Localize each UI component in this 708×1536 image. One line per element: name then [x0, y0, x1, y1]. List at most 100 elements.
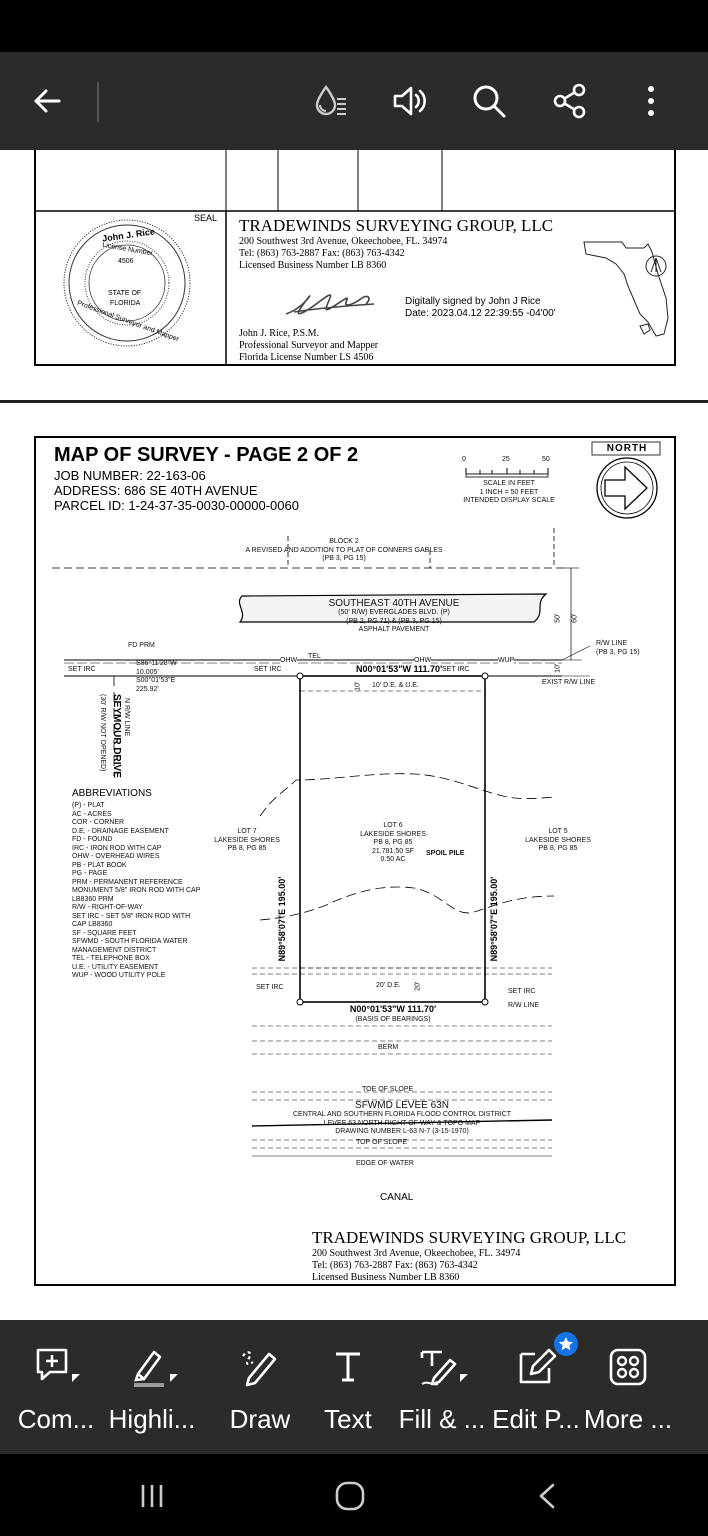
firm-details: 200 Southwest 3rd Avenue, Okeechobee, FL…: [239, 236, 447, 272]
rw-line-1: R/W LINE: [596, 640, 628, 647]
comment-tool-label: Com...: [17, 1404, 95, 1434]
fill-sign-tool[interactable]: Fill & ...: [392, 1334, 492, 1444]
text-tool-label: Text: [324, 1404, 372, 1434]
digital-signed-by: Digitally signed by John J Rice: [405, 296, 541, 307]
signer-title: Professional Surveyor and Mapper: [239, 340, 379, 351]
bearing-1-distance: 10.005': [136, 668, 159, 676]
set-irc-left-label: SET IRC: [68, 666, 96, 673]
handwritten-signature: [285, 294, 375, 315]
lot-5-label: LOT 5 LAKESIDE SHORES PB 8, PG 85: [520, 828, 596, 854]
dim-10b: 10': [354, 681, 362, 691]
lot-6-line-1: LOT 6: [383, 822, 403, 829]
rw-line-south-label: R/W LINE: [508, 1002, 540, 1009]
abbreviation-item: PB - PLAT BOOK: [72, 861, 127, 869]
south-boundary: N00°01'53"W 111.70': [349, 1004, 437, 1014]
lot-5-line-1: LOT 5: [548, 828, 568, 835]
toolbar-divider: [97, 82, 99, 122]
lot-6-area-ac: 0.50 AC: [380, 856, 406, 863]
recent-apps-button[interactable]: [122, 1472, 182, 1520]
text-tool[interactable]: Text: [298, 1334, 398, 1444]
scale-tick-25: 25: [502, 456, 510, 463]
text-icon: [336, 1352, 360, 1382]
read-aloud-button[interactable]: [383, 74, 437, 128]
page-1-title-block: SEAL John J. Rice License Number 4506 ST…: [34, 150, 676, 366]
highlight-tool[interactable]: Highli...: [102, 1334, 202, 1444]
draw-tool[interactable]: Draw: [210, 1334, 310, 1444]
top-of-slope-label: TOP OF SLOPE: [356, 1139, 408, 1146]
search-button[interactable]: [462, 74, 516, 128]
draw-tool-label: Draw: [229, 1404, 291, 1434]
scale-line-3: INTENDED DISPLAY SCALE: [463, 497, 555, 504]
block-line-2: A REVISED AND ADDITION TO PLAT OF CONNER…: [245, 546, 443, 554]
comment-icon: [36, 1348, 80, 1382]
document-viewer[interactable]: SEAL John J. Rice License Number 4506 ST…: [0, 150, 708, 1320]
levee-line-3: LEVEE 63 NORTH RIGHT OF WAY & TOPO MAP: [323, 1119, 481, 1127]
ohw-label-2: OHW: [414, 657, 432, 666]
home-icon: [335, 1481, 365, 1511]
parcel-id: PARCEL ID: 1-24-37-35-0030-00000-0060: [54, 498, 299, 513]
road-line-3: (PB 2, PG 71) & (PB 3, PG 15): [346, 617, 442, 625]
lot-6-line-3: PB 8, PG 85: [373, 839, 413, 846]
bearing-1-angle: S86°11'28"W: [136, 660, 177, 667]
de-ue-label: 10' D.E. & U.E.: [372, 682, 419, 689]
abbreviation-item: SF - SQUARE FEET: [72, 929, 137, 937]
scale-line-2: 1 INCH = 50 FEET: [479, 488, 539, 496]
firm-address-footer: 200 Southwest 3rd Avenue, Okeechobee, FL…: [312, 1248, 521, 1259]
abbreviation-item: D.E. - DRAINAGE EASEMENT: [72, 827, 169, 835]
seal-header: SEAL: [194, 213, 218, 223]
abbreviation-item: MONUMENT 5/8" IRON ROD WITH CAP: [72, 887, 201, 894]
survey-drawing: [34, 436, 676, 1286]
lot-7-label: LOT 7 LAKESIDE SHORES PB 8, PG 85: [212, 828, 282, 854]
firm-phones: Tel: (863) 763-2887 Fax: (863) 763-4342: [239, 248, 405, 259]
dim-60: 60': [571, 613, 579, 623]
map-title: MAP OF SURVEY - PAGE 2 OF 2: [54, 444, 359, 466]
abbreviation-item: R/W - RIGHT-OF-WAY: [72, 904, 143, 911]
back-button[interactable]: [20, 74, 74, 128]
bearing-2-angle: S00°01'53"E: [136, 677, 176, 684]
system-navigation-bar: [0, 1454, 708, 1536]
spoil-pile-label: SPOIL PILE: [426, 850, 465, 857]
lot-7-line-1: LOT 7: [237, 828, 257, 835]
comment-tool[interactable]: Com...: [6, 1334, 106, 1444]
scale-caption: SCALE IN FEET 1 INCH = 50 FEET INTENDED …: [454, 480, 564, 506]
share-button[interactable]: [543, 74, 597, 128]
home-button[interactable]: [320, 1472, 380, 1520]
more-tools-icon: [609, 1348, 647, 1386]
levee-name: SFWMD LEVEE 63N: [355, 1100, 449, 1111]
florida-map-icon: [583, 241, 669, 337]
more-tools-label: More ...: [583, 1404, 673, 1434]
top-toolbar: [0, 52, 708, 150]
star-icon: [558, 1337, 574, 1351]
basis-of-bearings: (BASIS OF BEARINGS): [355, 1016, 431, 1023]
more-options-button[interactable]: [624, 74, 678, 128]
fill-sign-tool-label: Fill & ...: [398, 1404, 486, 1434]
bearing-1: S86°11'28"W 10.005': [136, 660, 177, 677]
set-irc-nw-label: SET IRC: [254, 666, 282, 673]
lot-6-area-sf: 21,781.50 SF: [371, 847, 415, 855]
abbreviation-item: OHW - OVERHEAD WIRES: [72, 853, 160, 860]
n-rw-line-label: N R/W LINE: [123, 698, 130, 737]
canal-label: CANAL: [380, 1192, 414, 1203]
search-icon: [473, 85, 506, 118]
back-nav-button[interactable]: [518, 1472, 578, 1520]
more-tools[interactable]: More ...: [578, 1334, 678, 1444]
job-address: ADDRESS: 686 SE 40TH AVENUE: [54, 483, 258, 498]
scale-tick-50: 50: [542, 456, 550, 463]
abbreviation-item: LB8360 PRM: [72, 895, 114, 903]
dim-50: 50': [554, 613, 562, 623]
read-mode-button[interactable]: [304, 74, 358, 128]
job-info: JOB NUMBER: 22-163-06 ADDRESS: 686 SE 40…: [54, 468, 299, 513]
exist-rw-label: EXIST R/W LINE: [542, 679, 596, 686]
seal-license-number: 4506: [118, 258, 134, 265]
abbreviation-item: COR - CORNER: [72, 819, 125, 826]
lot-5-line-3: PB 8, PG 85: [538, 845, 578, 852]
block-line-1: BLOCK 2: [329, 538, 359, 545]
abbreviation-item: WUP - WOOD UTILITY POLE: [72, 972, 166, 979]
edit-pdf-tool[interactable]: Edit P...: [486, 1334, 586, 1444]
scale-line-1: SCALE IN FEET: [483, 480, 535, 487]
dim-10: 10': [554, 663, 562, 673]
firm-license: Licensed Business Number LB 8360: [239, 260, 387, 271]
lot-7-line-2: LAKESIDE SHORES: [214, 836, 280, 844]
abbreviations-title: ABBREVIATIONS: [72, 788, 152, 799]
rw-line-2: (PB 3, PG 15): [596, 648, 640, 656]
